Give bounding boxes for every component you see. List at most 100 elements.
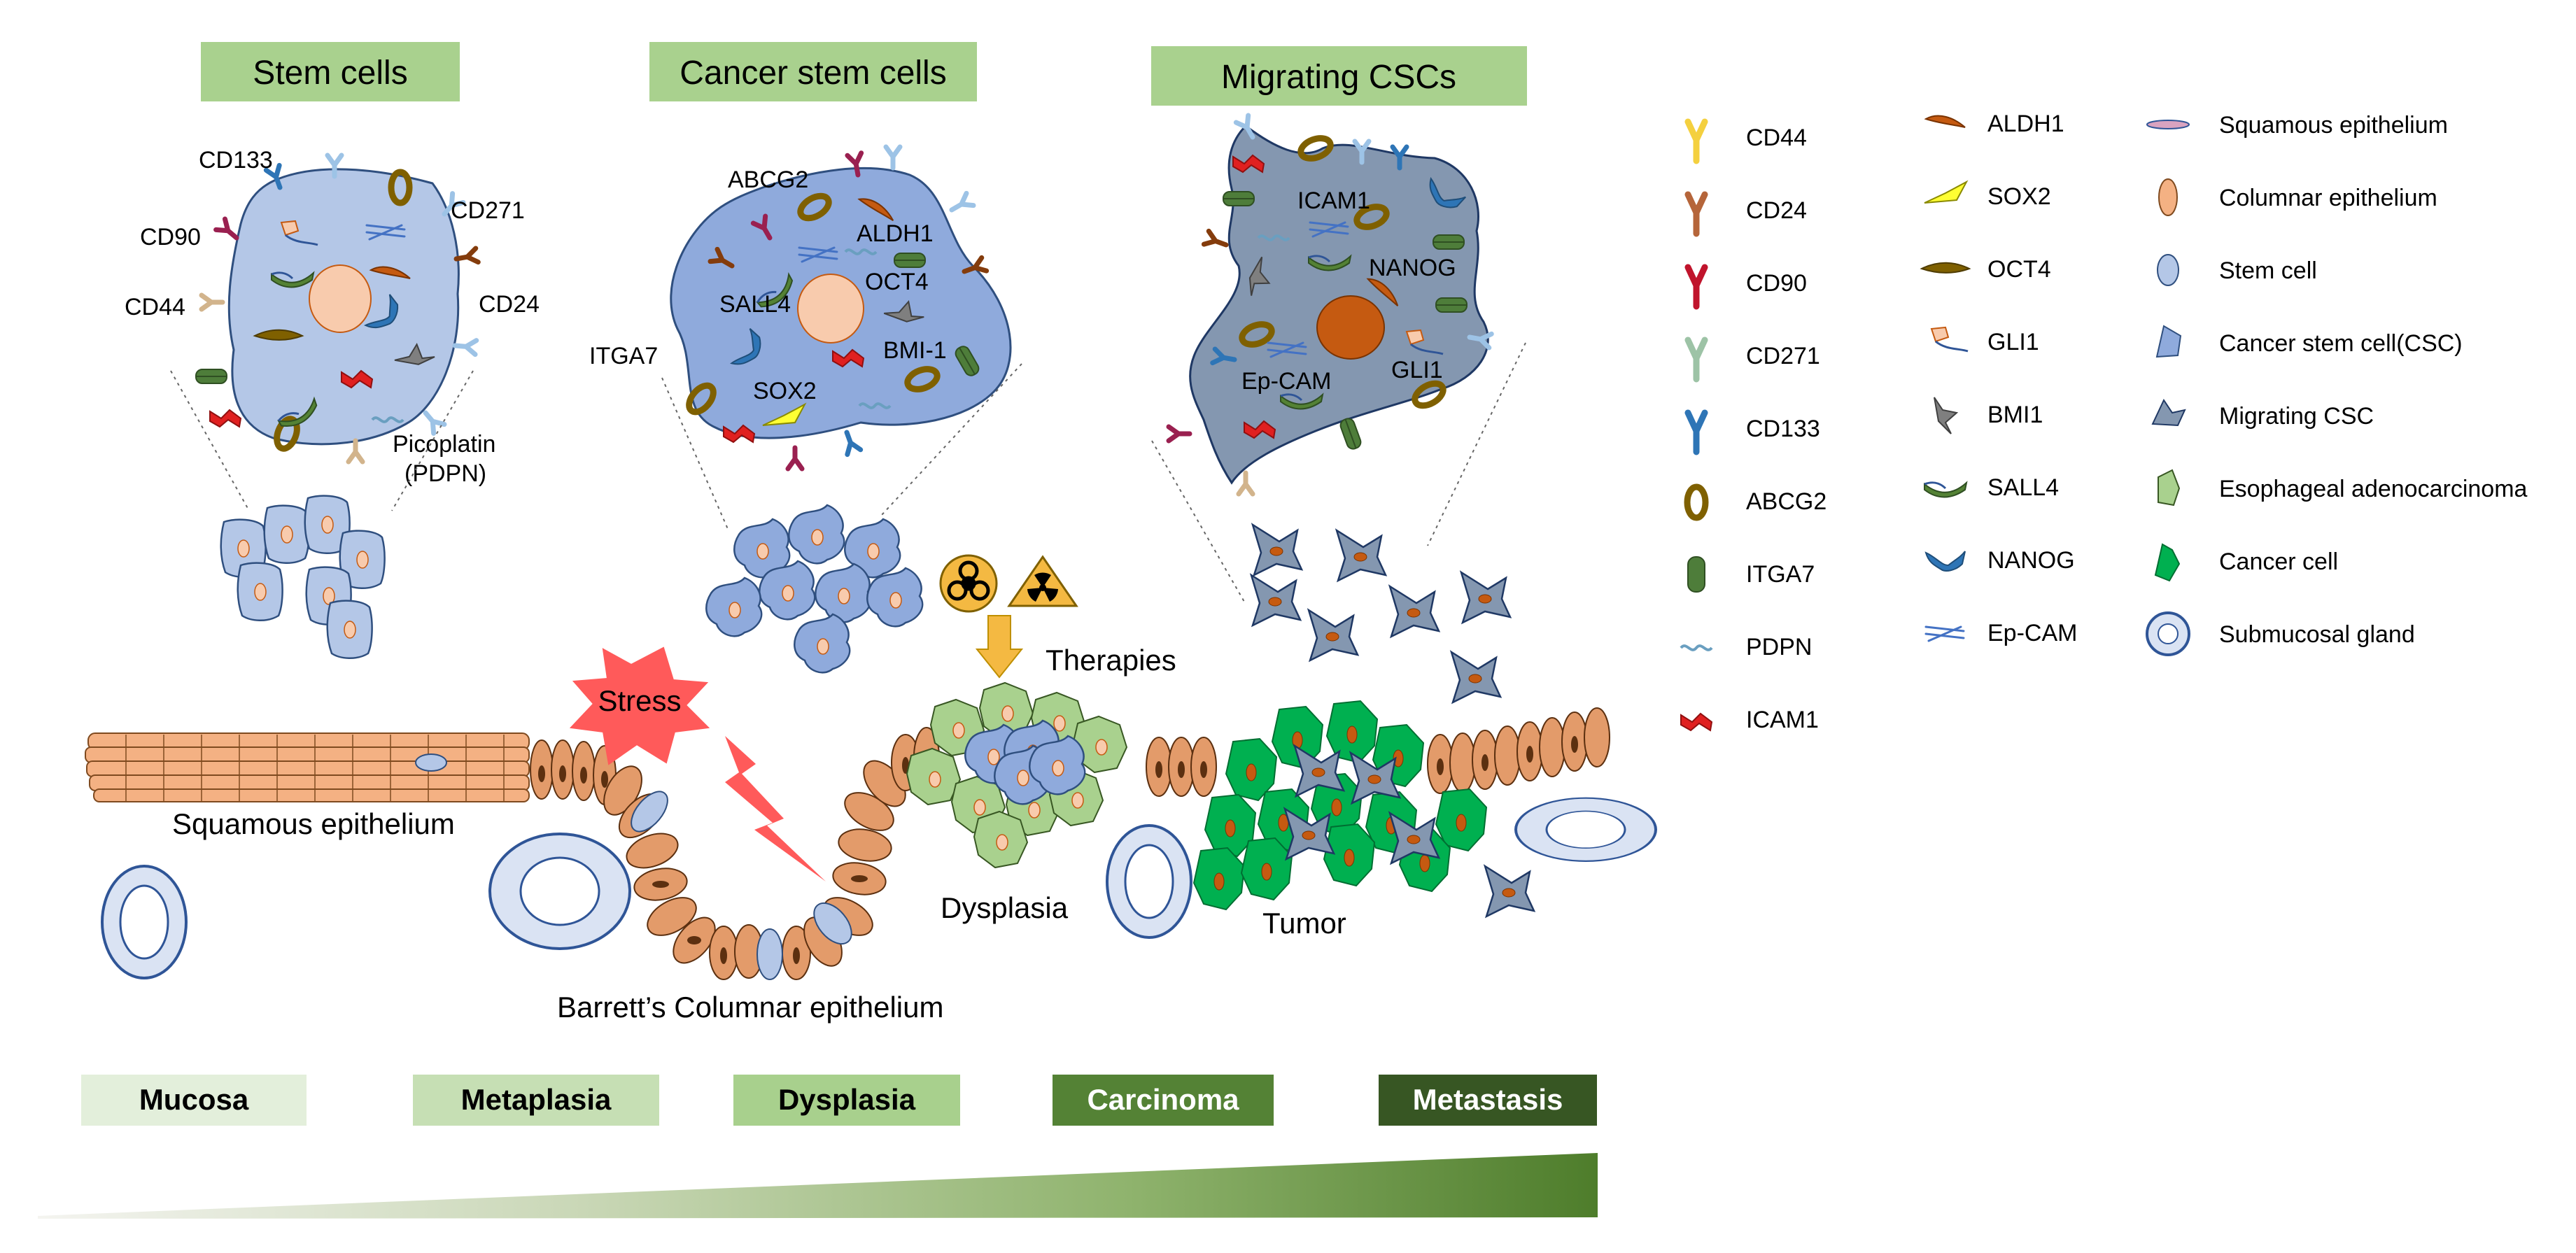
gli1-icon [1930, 326, 1969, 353]
legend-label: NANOG [1987, 547, 2075, 574]
legend-label: Ep-CAM [1987, 620, 2077, 646]
stage-label: Mucosa [139, 1083, 249, 1116]
dysplasia-label: Dysplasia [941, 891, 1069, 924]
stage-box [1053, 1075, 1274, 1126]
biohazard-symbol [947, 560, 990, 601]
legend-label: Migrating CSC [2219, 403, 2374, 430]
epcam-icon [1924, 625, 1965, 642]
legend-label: Stem cell [2219, 257, 2317, 284]
label-cd44: CD44 [125, 294, 185, 320]
legend-label: CD271 [1746, 343, 1820, 369]
stage-box [733, 1075, 960, 1126]
csc-icon [2155, 325, 2182, 358]
itga7-capsule-icon [1687, 556, 1705, 593]
label-aldh1: ALDH1 [857, 220, 934, 247]
sox2-icon [1924, 181, 1967, 204]
cancer-cell-icon [2154, 543, 2181, 582]
stem-cell-icon [2157, 254, 2179, 286]
label-cd271: CD271 [451, 197, 525, 224]
adenocarcinoma-cell-icon [2158, 469, 2181, 507]
stem-cells-header: Stem cells [253, 55, 407, 92]
columnar-nuclei [538, 736, 1578, 964]
cd90-icon [1684, 264, 1708, 310]
legend-label: CD44 [1746, 125, 1807, 151]
stem-cell-cluster [220, 495, 386, 660]
migrating-csc-icon [2151, 398, 2186, 427]
legend-label: ALDH1 [1987, 111, 2064, 137]
squamous-epithelium-layer [85, 732, 530, 802]
cancer-stem-cells-header-box [649, 42, 977, 101]
label-oct4: OCT4 [865, 269, 929, 295]
squamous-stem-cell [415, 753, 447, 772]
legend-label: Submucosal gland [2219, 621, 2415, 648]
label-cd24: CD24 [479, 291, 540, 318]
cd271-icon [1684, 337, 1708, 383]
columnar-cell-icon [2158, 178, 2178, 216]
cd133-icon [1684, 409, 1708, 455]
migrating-csc-illustration [1169, 115, 1491, 494]
disease-stage-bar: Mucosa Metaplasia Dysplasia Carcinoma Metast… [81, 1075, 1597, 1126]
columnar-stem-cell [813, 902, 852, 945]
stage-label: Metaplasia [461, 1083, 612, 1116]
label-picoplatin: Picoplatin [393, 431, 495, 458]
label-cd133: CD133 [199, 147, 273, 174]
legend-label: Columnar epithelium [2219, 185, 2437, 211]
migrating-cscs-header: Migrating CSCs [1221, 59, 1456, 96]
stem-cell-illustration [195, 155, 478, 462]
columnar-stem-cell [631, 791, 668, 833]
label-sall4: SALL4 [719, 291, 791, 318]
legend-label: ITGA7 [1746, 561, 1815, 588]
cancer-stem-cell-cluster [705, 504, 924, 674]
label-epcam: Ep-CAM [1241, 368, 1331, 395]
zoom-line [170, 370, 250, 511]
legend-label: CD90 [1746, 270, 1807, 297]
radiation-symbol [1027, 572, 1058, 602]
label-sox2: SOX2 [753, 378, 817, 404]
stress-label: Stress [598, 684, 681, 717]
submucosal-gland [1514, 796, 1657, 863]
cancer-stem-cells-header: Cancer stem cells [680, 55, 946, 92]
legend-label: ICAM1 [1746, 707, 1819, 733]
label-gli1: GLI1 [1391, 357, 1443, 383]
dysplasia-cluster [906, 682, 1127, 868]
therapies-label: Therapies [1046, 644, 1176, 677]
zoom-line [1151, 440, 1245, 602]
legend-label: CD24 [1746, 197, 1807, 224]
stage-box [1379, 1075, 1597, 1126]
label-abcg2: ABCG2 [728, 167, 808, 193]
cd44-icon [1684, 118, 1708, 164]
legend-label: Cancer stem cell(CSC) [2219, 330, 2463, 357]
therapy-arrow [975, 615, 1024, 679]
zoom-line [1427, 342, 1526, 546]
stress-lightning-icon [725, 736, 826, 882]
label-bmi1: BMI-1 [883, 337, 947, 364]
stage-label: Dysplasia [778, 1083, 916, 1116]
legend-label: GLI1 [1987, 329, 2039, 355]
pdpn-icon [1680, 644, 1713, 651]
stage-box [81, 1075, 307, 1126]
legend-label: ABCG2 [1746, 488, 1827, 515]
nanog-icon [1925, 551, 1966, 572]
legend: CD44CD24CD90CD271CD133ABCG2ITGA7PDPNICAM… [1680, 111, 2528, 733]
tumor-label: Tumor [1262, 907, 1346, 940]
legend-label: Esophageal adenocarcinoma [2219, 476, 2528, 502]
legend-label: BMI1 [1987, 402, 2043, 428]
columnar-stem-cell [756, 928, 783, 980]
stage-box [413, 1075, 659, 1126]
sall4-icon [1923, 481, 1968, 498]
legend-label: OCT4 [1987, 256, 2051, 283]
gland-lumen [2158, 623, 2179, 644]
stage-label: Carcinoma [1087, 1083, 1239, 1116]
submucosal-gland [1106, 824, 1192, 939]
oct4-icon [1921, 262, 1970, 274]
tumor-cluster [1193, 700, 1487, 910]
label-nanog: NANOG [1369, 255, 1456, 281]
migrating-cscs-header-box [1151, 46, 1527, 106]
stage-label: Metastasis [1413, 1083, 1563, 1116]
legend-label: PDPN [1746, 634, 1812, 660]
barretts-label: Barrett’s Columnar epithelium [557, 991, 943, 1024]
bmi1-icon [1934, 397, 1957, 434]
zoom-line [391, 370, 474, 511]
icam1-icon [1680, 713, 1712, 731]
